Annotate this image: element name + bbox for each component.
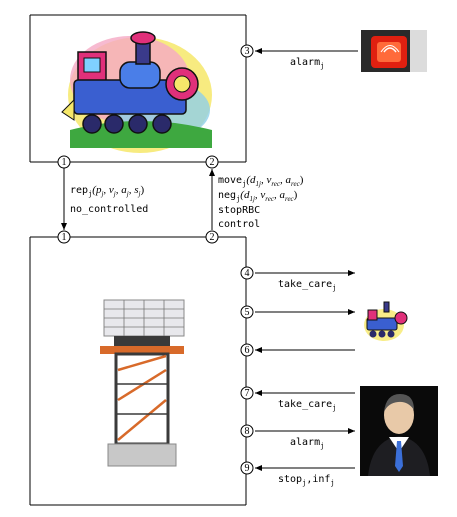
port-6 [240, 343, 254, 357]
port-9-label: 9 [245, 463, 250, 474]
port-7-label: 7 [245, 388, 250, 399]
port-9 [240, 461, 254, 475]
port-8 [240, 424, 254, 438]
port-1-top [57, 155, 71, 169]
port-7 [240, 386, 254, 400]
small-train-icon [364, 301, 408, 341]
port-6-label: 6 [245, 345, 250, 356]
port-1-top-label: 1 [62, 157, 67, 168]
radar-tower-icon [100, 299, 185, 467]
port-2-top [205, 155, 219, 169]
port-3-label: 3 [245, 46, 250, 57]
train-clipart-icon [61, 31, 212, 153]
port-2-top-label: 2 [210, 157, 215, 168]
message-take-care-7: take_carej [278, 399, 336, 412]
port-3 [240, 44, 254, 58]
port-5-label: 5 [245, 307, 250, 318]
message-take-care-4: take_carej [278, 279, 336, 292]
port-1-bottom [57, 230, 71, 244]
port-4 [240, 266, 254, 280]
port-1-bottom-label: 1 [62, 232, 67, 243]
port-4-label: 4 [245, 268, 250, 279]
alarm-light-icon [361, 30, 427, 72]
port-2-bottom [205, 230, 219, 244]
message-alarm-8: alarmj [290, 437, 324, 450]
message-stop-inf: stopj,infj [278, 474, 335, 487]
message-stop-rbc: stopRBC [218, 205, 260, 216]
message-alarm-top: alarmj [290, 57, 324, 70]
port-5 [240, 305, 254, 319]
port-2-bottom-label: 2 [210, 232, 215, 243]
message-move: movej(d1j, vrec, arec) [218, 174, 304, 188]
port-8-label: 8 [245, 426, 250, 437]
message-control: control [218, 219, 260, 230]
message-no-controlled: no_controlled [70, 204, 148, 215]
message-neg: negj(d1j, vrec, arec) [218, 189, 298, 203]
message-rep: repj(pj, vj, aj, sj) [70, 184, 144, 198]
businessman-avatar-icon [360, 386, 438, 476]
